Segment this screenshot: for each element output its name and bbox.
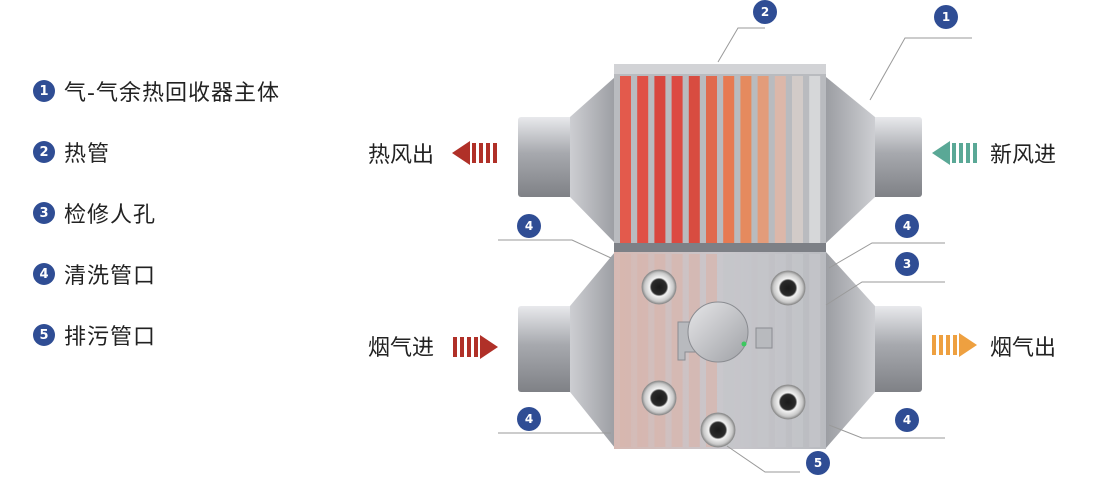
flue-gas-in-label: 烟气进 (368, 336, 434, 361)
legend-label: 热管 (64, 142, 111, 167)
heat-pipe (654, 254, 666, 447)
callout-4-lower-left: 4 (517, 407, 541, 431)
legend-item-drain-port: 5 排污管口 (33, 322, 280, 350)
svg-text:5: 5 (814, 456, 822, 470)
heat-pipe (671, 76, 683, 243)
flue-gas-outlet-cone (826, 252, 875, 448)
cleaning-port-bottom-right (770, 384, 806, 420)
drain-port (700, 412, 736, 448)
callout-1: 1 (934, 5, 958, 29)
manhole (677, 301, 773, 363)
heat-pipe (637, 76, 649, 243)
heat-pipe (809, 254, 821, 447)
heat-pipe (809, 76, 821, 243)
upper-chamber-top-plate (614, 64, 826, 74)
cleaning-port-top-left (641, 269, 677, 305)
fresh-air-inlet-cone (826, 77, 875, 243)
callout-5: 5 (806, 451, 830, 475)
fresh-air-in-arrow (932, 141, 977, 165)
flue-gas-out-label: 烟气出 (990, 336, 1056, 361)
heat-pipe (688, 76, 700, 243)
heat-pipe (792, 254, 803, 447)
fresh-air-inlet-duct (872, 117, 922, 197)
heat-pipe (774, 76, 786, 243)
legend-label: 清洗管口 (64, 264, 157, 289)
partition-plate (614, 243, 826, 252)
legend-item-main-body: 1 气-气余热回收器主体 (33, 78, 280, 106)
leader-lines (498, 27, 972, 473)
flue-gas-out-arrow (932, 333, 977, 357)
heat-pipe (620, 76, 631, 243)
legend-badge: 1 (33, 80, 55, 102)
heat-pipe (740, 254, 752, 447)
legend-badge: 2 (33, 141, 55, 163)
svg-text:4: 4 (525, 412, 533, 426)
legend-badge: 4 (33, 263, 55, 285)
legend-item-manhole: 3 检修人孔 (33, 200, 280, 228)
callout-4-lower-right: 4 (895, 408, 919, 432)
heat-pipe-bank-upper (620, 76, 821, 243)
callout-4-upper-left: 4 (517, 214, 541, 238)
legend-label: 检修人孔 (64, 203, 157, 228)
heat-pipe (654, 76, 666, 243)
flue-gas-inlet-cone (570, 252, 615, 448)
legend-label: 排污管口 (64, 325, 157, 350)
fresh-air-in-label: 新风进 (990, 143, 1056, 168)
legend-item-heat-pipe: 2 热管 (33, 139, 280, 167)
heat-pipe (774, 254, 786, 447)
heat-pipe (620, 254, 631, 447)
heat-pipe (637, 254, 649, 447)
svg-text:1: 1 (942, 10, 950, 24)
legend: 1 气-气余热回收器主体 2 热管 3 检修人孔 4 清洗管口 5 排污管口 (33, 78, 280, 383)
legend-item-cleaning-port: 4 清洗管口 (33, 261, 280, 289)
svg-text:4: 4 (903, 413, 911, 427)
heat-pipe (740, 76, 752, 243)
cleaning-port-bottom-left (641, 380, 677, 416)
legend-badge: 3 (33, 202, 55, 224)
callout-3: 3 (895, 252, 919, 276)
heat-pipe (723, 76, 735, 243)
svg-text:3: 3 (903, 257, 911, 271)
heat-pipe (671, 254, 683, 447)
flue-gas-in-arrow (453, 335, 498, 359)
hot-air-out-arrow (452, 141, 497, 165)
legend-label: 气-气余热回收器主体 (64, 81, 280, 106)
hot-air-out-label: 热风出 (368, 143, 434, 168)
heat-pipe (792, 76, 803, 243)
heat-pipe (757, 76, 769, 243)
heat-pipe (757, 254, 769, 447)
hot-air-outlet-cone (570, 77, 615, 243)
callout-4-upper-right: 4 (895, 214, 919, 238)
hot-air-outlet-duct (518, 117, 573, 197)
svg-text:4: 4 (903, 219, 911, 233)
callout-2: 2 (753, 0, 777, 24)
svg-text:4: 4 (525, 219, 533, 233)
legend-badge: 5 (33, 324, 55, 346)
upper-chamber (614, 64, 826, 246)
svg-text:2: 2 (761, 5, 769, 19)
flue-gas-outlet-duct (872, 306, 922, 392)
flue-gas-inlet-duct (518, 306, 573, 392)
heat-pipe (706, 76, 717, 243)
cleaning-port-top-right (770, 270, 806, 306)
